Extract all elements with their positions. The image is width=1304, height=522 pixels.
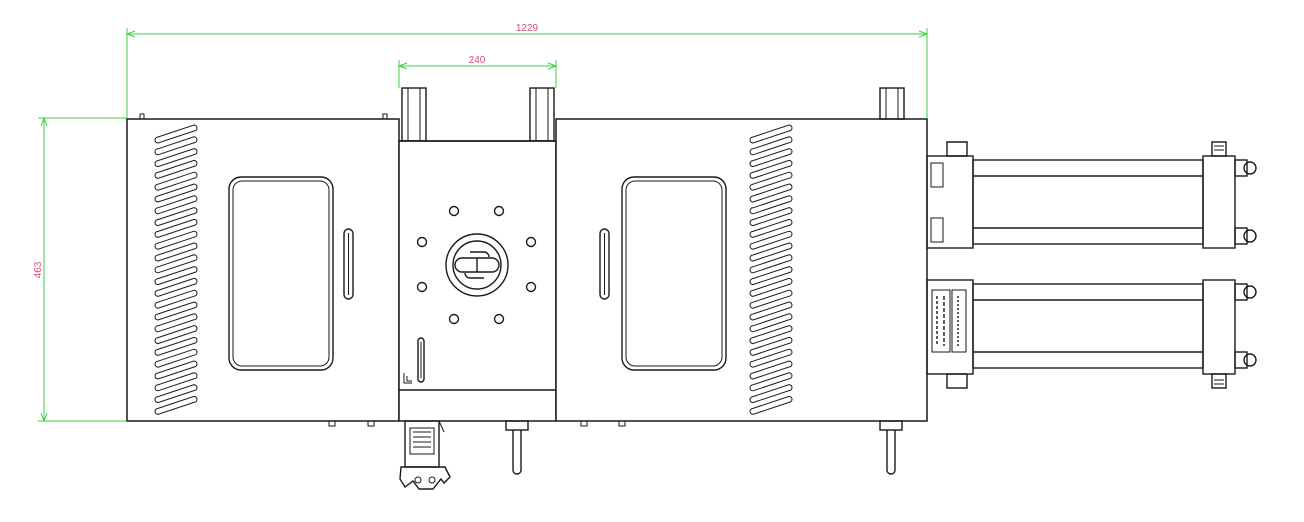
bolt-holes: [416, 205, 537, 325]
nameplate-text: [936, 296, 959, 346]
vent-slot: [749, 218, 793, 238]
vent-slot: [154, 313, 198, 333]
vent-slot: [749, 266, 793, 286]
center-width-label: 240: [469, 55, 486, 66]
vent-slot: [749, 171, 793, 191]
bottom-hook-center: [505, 420, 529, 475]
bottom-motor-assembly: [399, 420, 451, 490]
overall-height-label: 463: [33, 261, 44, 278]
vent-slot: [154, 360, 198, 380]
vent-slot: [749, 242, 793, 262]
vent-slot: [154, 384, 198, 404]
left-post: [401, 87, 427, 142]
bottom-hook-right: [879, 420, 903, 475]
vent-slot: [749, 148, 793, 168]
vent-slot: [154, 348, 198, 368]
left-panel: [126, 113, 400, 427]
vent-slot: [154, 195, 198, 215]
left-window: [228, 176, 334, 371]
vent-slot: [749, 395, 793, 415]
vent-slot: [749, 301, 793, 321]
vent-slot: [154, 148, 198, 168]
vent-slot: [154, 171, 198, 191]
vent-slot: [154, 254, 198, 274]
vent-slot: [749, 159, 793, 179]
nameplate-secondary: [951, 289, 967, 353]
right-vent-slots: [749, 124, 793, 415]
dimension-overall-width: 1229: [125, 23, 929, 118]
overall-width-label: 1229: [516, 23, 539, 34]
vent-slot: [749, 313, 793, 333]
vent-slot: [749, 254, 793, 274]
hydraulic-cylinder-lower: [926, 279, 1257, 389]
vent-slot: [749, 348, 793, 368]
vent-slot: [154, 289, 198, 309]
vent-slot: [154, 266, 198, 286]
vent-slot: [749, 195, 793, 215]
left-handle: [343, 228, 354, 300]
center-die: [445, 233, 509, 297]
vent-slot: [749, 384, 793, 404]
vent-slot: [154, 207, 198, 227]
vent-slot: [749, 325, 793, 345]
vent-slot: [154, 277, 198, 297]
nameplate: [931, 289, 951, 353]
vent-slot: [154, 159, 198, 179]
vent-slot: [154, 242, 198, 262]
vent-slot: [154, 183, 198, 203]
vent-slot: [749, 360, 793, 380]
right-post: [529, 87, 555, 142]
vent-slot: [749, 372, 793, 392]
vent-slot: [154, 336, 198, 356]
vent-slot: [154, 325, 198, 345]
vent-slot: [154, 372, 198, 392]
vent-slot: [749, 336, 793, 356]
right-window: [621, 176, 727, 371]
vent-slot: [154, 230, 198, 250]
vent-slot: [749, 124, 793, 144]
left-vent-slots: [154, 124, 198, 415]
vent-slot: [749, 183, 793, 203]
vent-slot: [154, 218, 198, 238]
vent-slot: [154, 124, 198, 144]
dimension-overall-height: 463: [33, 116, 127, 423]
center-block: [398, 87, 557, 422]
level-indicator: [403, 337, 425, 384]
vent-slot: [154, 395, 198, 415]
vent-slot: [749, 277, 793, 297]
vent-slot: [749, 230, 793, 250]
vent-slot: [749, 136, 793, 156]
dimension-center-width: 240: [397, 55, 558, 88]
vent-slot: [154, 301, 198, 321]
hydraulic-cylinder-upper: [926, 141, 1257, 249]
right-panel: [555, 87, 928, 427]
right-handle: [599, 228, 610, 300]
right-panel-post: [879, 87, 905, 120]
vent-slot: [154, 136, 198, 156]
vent-slot: [749, 207, 793, 227]
vent-slot: [749, 289, 793, 309]
